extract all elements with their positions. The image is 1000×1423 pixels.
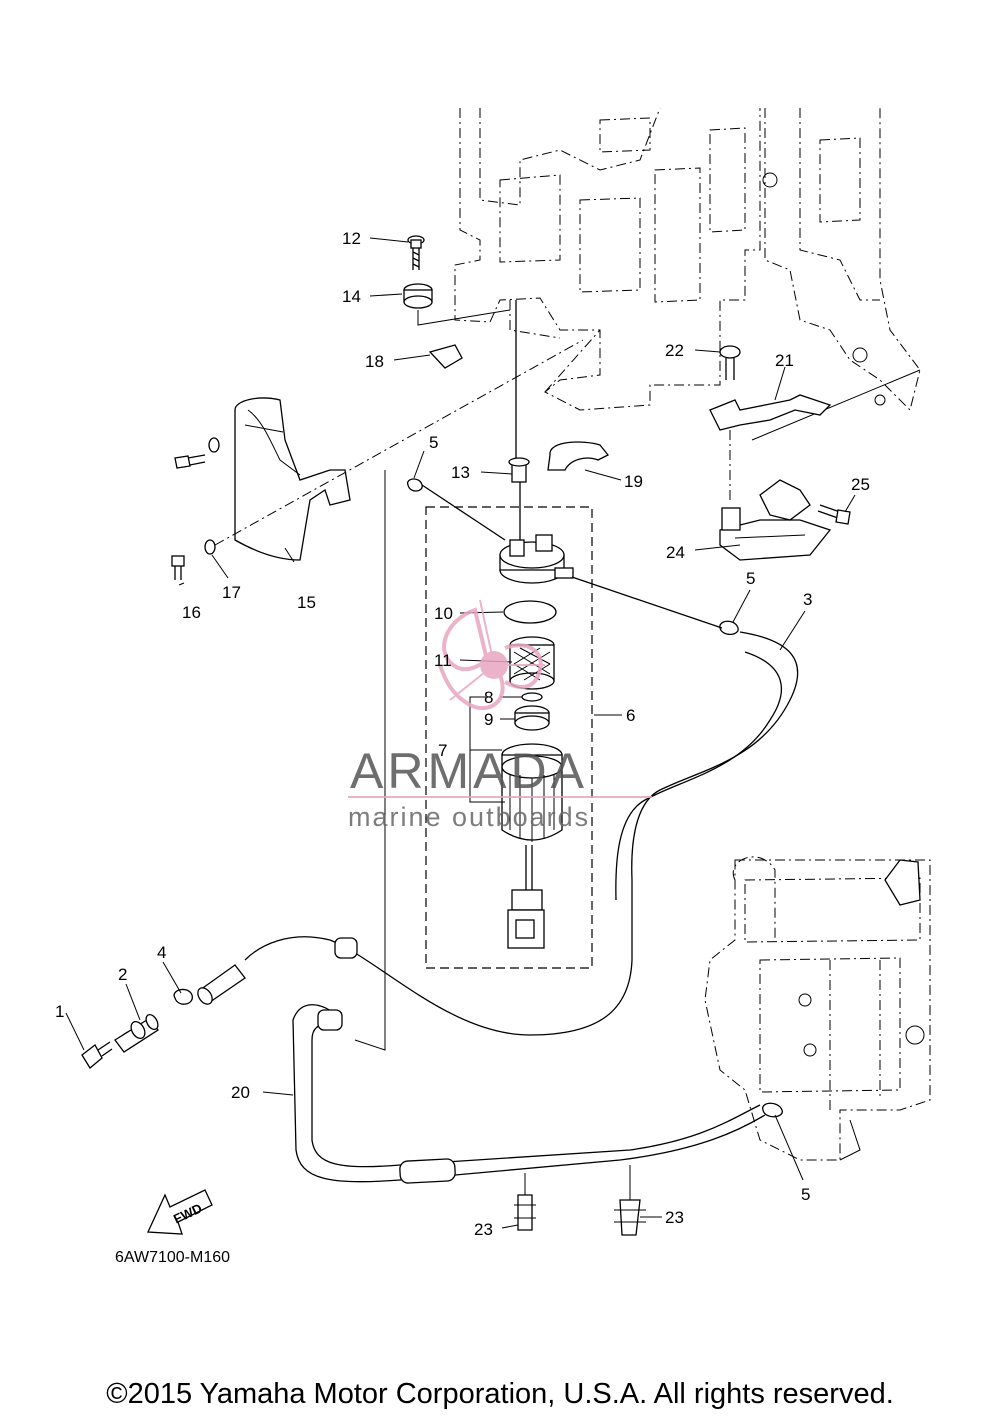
callout-17: 17 — [222, 583, 241, 602]
callout-21: 21 — [775, 351, 794, 370]
fuel-filter-head — [499, 534, 574, 584]
bracket — [234, 397, 351, 561]
routing-line — [354, 470, 386, 1051]
grommet — [403, 283, 433, 309]
joint-pipe — [197, 964, 246, 1005]
callout-2: 2 — [118, 965, 127, 984]
watermark: ARMADA marine outboards — [348, 599, 652, 832]
bolt-22 — [719, 345, 741, 380]
leader-lines — [65, 237, 856, 1229]
valve-body — [514, 705, 550, 731]
callout-8: 8 — [484, 688, 493, 707]
callout-9: 9 — [484, 710, 493, 729]
bolt-16 — [171, 454, 206, 580]
retaining-clip — [521, 692, 543, 702]
callout-20: 20 — [231, 1083, 250, 1102]
callout-25: 25 — [851, 475, 870, 494]
clip-23-a — [517, 1194, 533, 1231]
callout-16: 16 — [182, 603, 201, 622]
o-ring — [503, 600, 557, 624]
holder-21 — [709, 394, 832, 431]
hose-outlet-thin — [571, 576, 723, 629]
washer — [204, 539, 216, 555]
callout-12: 12 — [342, 229, 361, 248]
watermark-title: ARMADA — [350, 743, 588, 799]
hose-sleeve — [399, 1158, 456, 1184]
callout-18: 18 — [365, 352, 384, 371]
callout-19: 19 — [624, 472, 643, 491]
callout-23-left: 23 — [474, 1220, 493, 1239]
fuel-filter-group-box — [425, 506, 593, 969]
callout-22: 22 — [665, 341, 684, 360]
callout-4: 4 — [157, 943, 166, 962]
hose-clamp-3 — [762, 1102, 783, 1118]
callout-5-right: 5 — [746, 569, 755, 588]
fwd-arrow-icon: FWD — [147, 1189, 213, 1235]
hose-joint — [508, 457, 530, 483]
clip-4 — [173, 988, 193, 1005]
diagram-code: 6AW7100-M160 — [115, 1249, 230, 1266]
callout-5-bottom: 5 — [801, 1185, 810, 1204]
callout-7: 7 — [438, 741, 447, 760]
wire-clip — [428, 344, 463, 369]
callout-3: 3 — [803, 590, 812, 609]
washer-upper — [208, 437, 220, 453]
hose-end — [317, 1009, 343, 1031]
fuel-hose-20 — [292, 1004, 766, 1183]
callout-23-right: 23 — [665, 1208, 684, 1227]
callout-10: 10 — [434, 604, 453, 623]
callout-6: 6 — [626, 706, 635, 725]
hose-inlet-thin — [421, 484, 506, 541]
callout-14: 14 — [342, 287, 361, 306]
callout-1: 1 — [55, 1002, 64, 1021]
hose-clamp-2 — [719, 620, 739, 636]
callout-labels: 1 2 3 4 5 5 5 6 7 8 9 10 11 12 13 14 15 … — [55, 229, 870, 1239]
bolt-25 — [817, 504, 851, 525]
vapor-hose-bracket — [719, 479, 832, 561]
filter-element — [509, 636, 555, 690]
callout-5-top: 5 — [429, 433, 438, 452]
hose-clamp-1 — [407, 478, 423, 492]
vapor-separator-outline — [704, 856, 931, 1161]
callout-15: 15 — [297, 593, 316, 612]
copyright-notice: ©2015 Yamaha Motor Corporation, U.S.A. A… — [106, 1378, 894, 1410]
clip-23-b — [619, 1199, 641, 1236]
callout-24: 24 — [666, 543, 685, 562]
hose-clamp-holder — [547, 441, 610, 471]
filter-bowl — [501, 743, 563, 949]
bolt — [407, 235, 425, 270]
drain-screw — [81, 1041, 113, 1069]
fitting — [114, 1013, 159, 1053]
engine-block-outline — [454, 107, 921, 441]
callout-13: 13 — [451, 463, 470, 482]
callout-11: 11 — [434, 651, 452, 670]
hose-end-upper — [334, 937, 358, 959]
propeller-logo-icon — [438, 599, 545, 711]
watermark-subtitle: marine outboards — [348, 802, 590, 832]
leader-grommet — [417, 309, 511, 326]
